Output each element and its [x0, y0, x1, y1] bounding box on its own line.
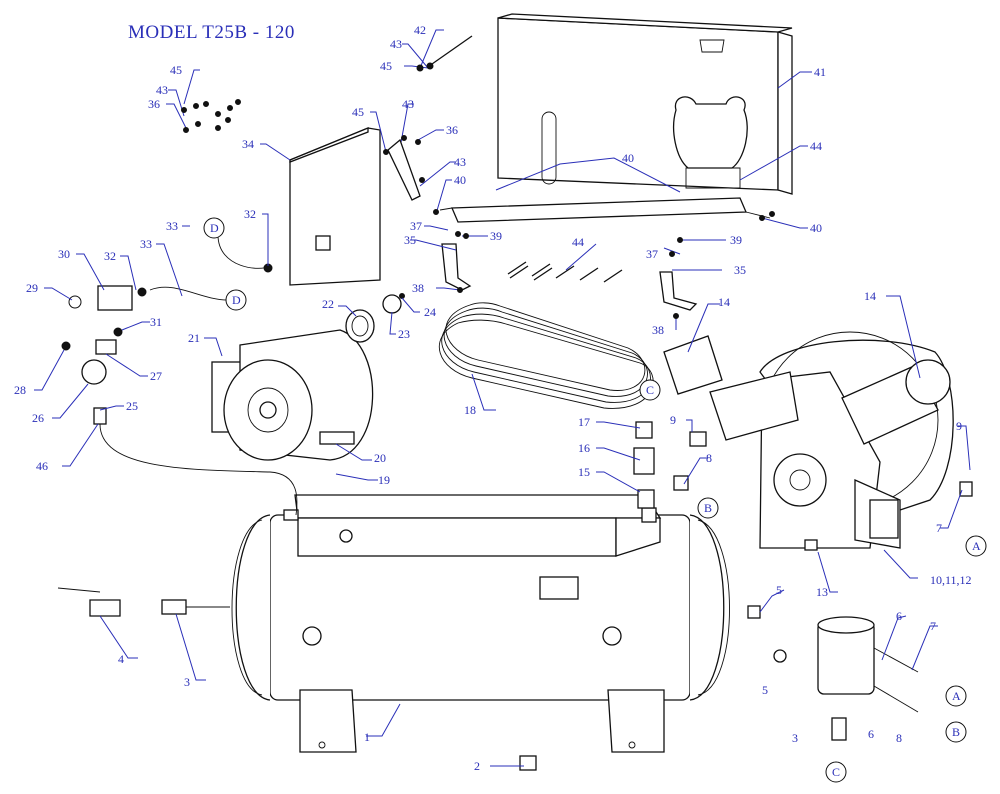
callout-45c: 45	[352, 105, 364, 119]
callout-14b: 14	[718, 295, 730, 309]
callout-18: 18	[464, 403, 476, 417]
callout-37a: 37	[410, 219, 422, 233]
callout-44b: 44	[810, 139, 822, 153]
callout-32b: 32	[244, 207, 256, 221]
pump-fittings	[673, 431, 973, 497]
callout-24: 24	[424, 305, 436, 319]
callout-7a: 7	[930, 619, 936, 633]
callout-9b: 9	[956, 419, 962, 433]
callout-14a: 14	[864, 289, 876, 303]
callout-29: 29	[26, 281, 38, 295]
callout-33b: 33	[166, 219, 178, 233]
ref-b-bottom: B	[952, 725, 960, 739]
studs	[507, 261, 623, 283]
callout-2: 2	[474, 759, 480, 773]
callout-40b: 40	[622, 151, 634, 165]
callout-28: 28	[14, 383, 26, 397]
electric-motor	[211, 329, 374, 461]
callout-20: 20	[374, 451, 386, 465]
callout-1: 1	[364, 730, 370, 744]
callout-35a: 35	[404, 233, 416, 247]
callout-15: 15	[578, 465, 590, 479]
callout-10-11-12: 10,11,12	[930, 573, 972, 587]
callout-6a: 6	[896, 609, 902, 623]
callout-8b: 8	[896, 731, 902, 745]
callout-3a: 3	[184, 675, 190, 689]
v-belts	[439, 302, 654, 409]
callout-7b: 7	[936, 521, 942, 535]
belt-guard	[497, 13, 793, 195]
callout-43a: 43	[390, 37, 402, 51]
callout-30: 30	[58, 247, 70, 261]
drain-ball-valve	[57, 587, 230, 617]
callout-labels: 1 2 3 4 5 6 7 7 8 9 9 10,11,12 13 14 14 …	[14, 23, 972, 773]
callout-40c: 40	[810, 221, 822, 235]
callout-36a: 36	[148, 97, 160, 111]
callout-34: 34	[242, 137, 254, 151]
callout-5b: 5	[762, 683, 768, 697]
callout-26: 26	[32, 411, 44, 425]
callout-38b: 38	[652, 323, 664, 337]
callout-6b: 6	[868, 727, 874, 741]
ref-c-bottom: C	[832, 765, 840, 779]
pressure-switch	[61, 285, 298, 516]
callout-35b: 35	[734, 263, 746, 277]
compressor-pump	[663, 331, 954, 551]
callout-37b: 37	[646, 247, 658, 261]
air-tank	[231, 494, 730, 753]
control-box	[289, 127, 381, 286]
check-valve-fittings	[633, 421, 655, 509]
callout-27: 27	[150, 369, 162, 383]
callout-45a: 45	[170, 63, 182, 77]
ref-d-top: D	[210, 221, 219, 235]
callout-43b: 43	[402, 97, 414, 111]
callout-43d: 43	[156, 83, 168, 97]
callout-42: 42	[414, 23, 426, 37]
callout-5a: 5	[776, 583, 782, 597]
tank-plug	[747, 605, 761, 619]
ref-d-right: D	[232, 293, 241, 307]
callout-40a: 40	[454, 173, 466, 187]
callout-25: 25	[126, 399, 138, 413]
ref-a-bottom: A	[952, 689, 961, 703]
callout-32a: 32	[104, 249, 116, 263]
callout-22: 22	[322, 297, 334, 311]
callout-8a: 8	[706, 451, 712, 465]
connection-refs: A A B B C C D D	[203, 217, 987, 783]
callout-23: 23	[398, 327, 410, 341]
callout-17: 17	[578, 415, 590, 429]
callout-44a: 44	[572, 235, 584, 249]
model-title: MODEL T25B - 120	[128, 22, 295, 43]
callout-41: 41	[814, 65, 826, 79]
callout-19: 19	[378, 473, 390, 487]
callout-31: 31	[150, 315, 162, 329]
callout-33a: 33	[140, 237, 152, 251]
callout-21: 21	[188, 331, 200, 345]
callout-46: 46	[36, 459, 48, 473]
callout-3b: 3	[792, 731, 798, 745]
callout-4: 4	[118, 652, 124, 666]
hardware	[181, 35, 775, 319]
aftercooler	[773, 616, 919, 741]
leader-lines	[34, 29, 971, 767]
ref-b-top: B	[704, 501, 712, 515]
guard-rail	[439, 197, 771, 223]
callout-38a: 38	[412, 281, 424, 295]
callout-16: 16	[578, 441, 590, 455]
wiring	[137, 234, 273, 301]
motor-pulley	[345, 293, 405, 343]
callout-45b: 45	[380, 59, 392, 73]
callout-43c: 43	[454, 155, 466, 169]
callout-9a: 9	[670, 413, 676, 427]
callout-39a: 39	[490, 229, 502, 243]
callout-36b: 36	[446, 123, 458, 137]
ref-a-top: A	[972, 539, 981, 553]
mount-brackets	[441, 243, 698, 311]
callout-13: 13	[816, 585, 828, 599]
tank-drain-valve	[519, 755, 537, 771]
callout-39b: 39	[730, 233, 742, 247]
ref-c-top: C	[646, 383, 654, 397]
